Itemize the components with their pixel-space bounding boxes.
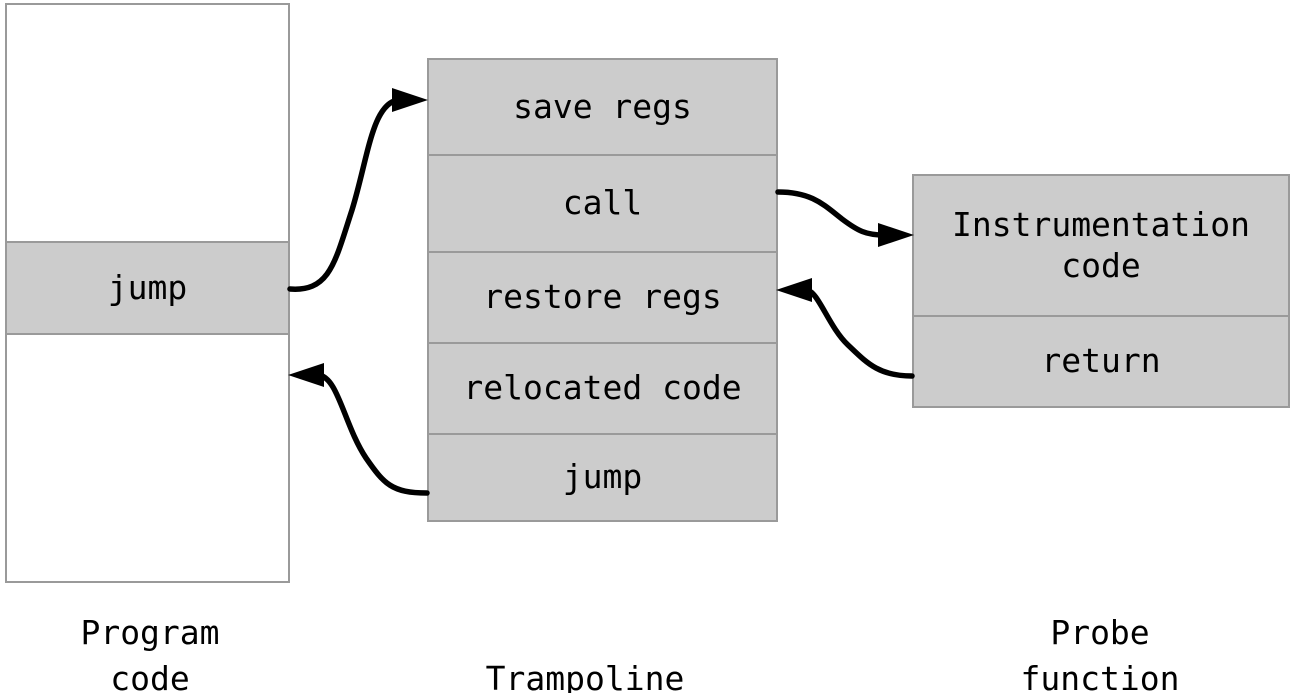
return-to-trampoline-arrow	[776, 278, 915, 379]
probe-function-row-return: return	[914, 317, 1288, 406]
trampoline-row-restore-regs: restore regs	[429, 253, 776, 342]
probe-function-divider-1	[912, 315, 1290, 317]
call-to-probe-arrow	[775, 189, 914, 247]
trampoline-divider-4	[427, 433, 778, 435]
probe-function-caption-line1: Probe	[1050, 613, 1150, 652]
trampoline-row-save-regs: save regs	[429, 60, 776, 155]
trampoline-divider-2	[427, 251, 778, 253]
program-code-caption-line2: code	[110, 659, 190, 693]
program-code-row-jump: jump	[7, 243, 288, 333]
program-code-row-top	[7, 5, 288, 242]
jump-to-trampoline-arrow	[287, 88, 428, 292]
program-code-divider-1	[5, 241, 290, 243]
program-code-divider-2	[5, 333, 290, 335]
trampoline-row-call: call	[429, 156, 776, 251]
trampoline-divider-1	[427, 154, 778, 156]
trampoline-caption-line2: Trampoline	[485, 659, 685, 693]
trampoline-jump-back-arrow	[288, 363, 430, 496]
trampoline-divider-3	[427, 342, 778, 344]
program-code-caption-line1: Program	[80, 613, 220, 652]
probe-function-caption-line2: function	[1020, 659, 1180, 693]
probe-function-row-instrumentation-code: Instrumentation code	[914, 176, 1288, 315]
trampoline-row-relocated-code: relocated code	[429, 344, 776, 433]
program-code-row-bottom	[7, 335, 288, 581]
trampoline-row-jump: jump	[429, 435, 776, 520]
